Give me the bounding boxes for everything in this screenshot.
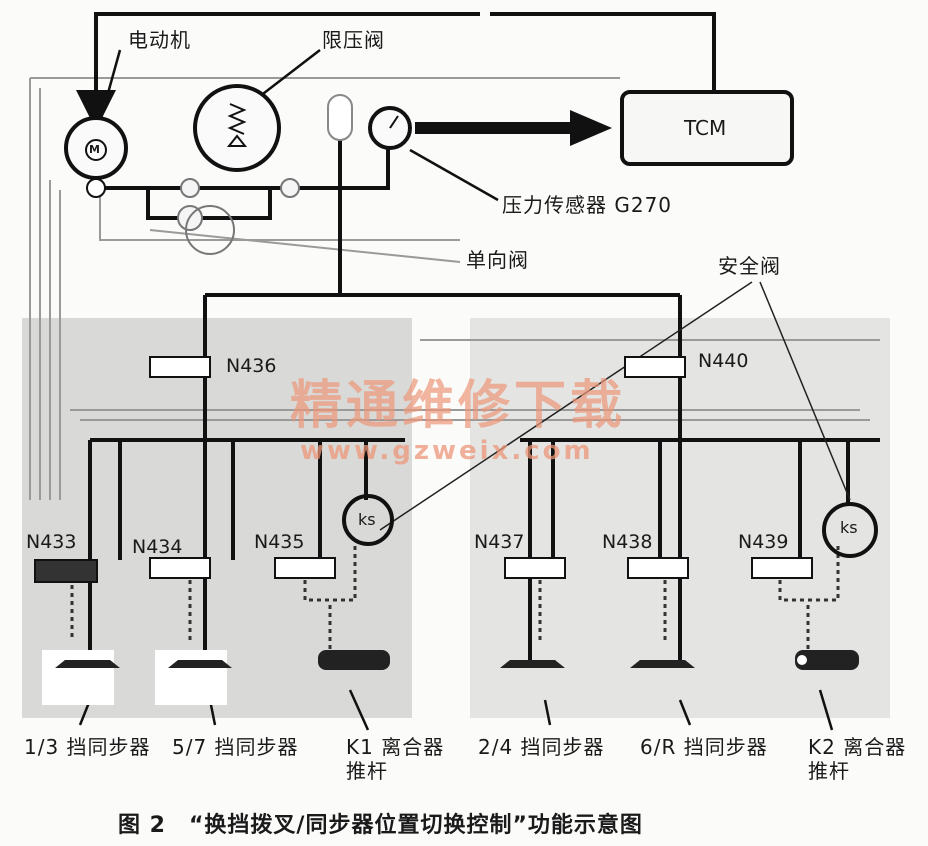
valve-n433-label: N433 [26,531,77,553]
safety-valve-right [822,502,878,558]
pressure-sensor-label: 压力传感器 G270 [502,193,673,217]
actuators [42,650,859,705]
safety-valve-leaders [379,281,851,531]
valve-n436-label: N436 [226,355,277,377]
motor-symbol: M [89,143,100,156]
figure-caption: 图 2 “换挡拨叉/同步器位置切换控制”功能示意图 [118,813,643,838]
valve-n434-label: N434 [132,536,183,558]
motor-label: 电动机 [128,28,191,52]
control-linkages [70,545,840,650]
pump [86,178,106,198]
solenoid-valves [34,356,813,583]
tcm-label: TCM [684,116,727,140]
safety-valve-label: 安全阀 [718,254,781,278]
pressure-limit-valve [193,84,281,172]
sync-2-4-label: 2/4 挡同步器 [478,735,605,759]
ks-left-label: ks [358,510,376,529]
k2-clutch-label: K2 离合器 [808,735,907,759]
limit-valve-label: 限压阀 [322,28,385,52]
valve-n437-label: N437 [474,531,525,553]
sync-1-3-label: 1/3 挡同步器 [24,735,151,759]
watermark-url: www.gzweix.com [300,436,594,466]
k1-clutch-label: K1 离合器 [346,735,445,759]
watermark-cn: 精通维修下载 [290,375,627,436]
check-valve-label: 单向阀 [466,248,529,272]
k1-pushrod-label: 推杆 [346,759,388,783]
valve-n439-label: N439 [738,531,789,553]
pressure-sensor-g270 [368,106,412,150]
valve-n435-label: N435 [254,531,305,553]
check-valves [177,178,300,255]
sync-5-7-label: 5/7 挡同步器 [172,735,299,759]
accumulator [327,94,353,141]
valve-n438-label: N438 [602,531,653,553]
valve-n440-label: N440 [698,350,749,372]
signal-arrow [415,110,612,146]
safety-valve-left [342,494,394,546]
k2-pushrod-label: 推杆 [808,759,850,783]
tcm-box [620,90,794,166]
ks-right-label: ks [840,518,858,537]
sync-6-r-label: 6/R 挡同步器 [640,735,768,759]
